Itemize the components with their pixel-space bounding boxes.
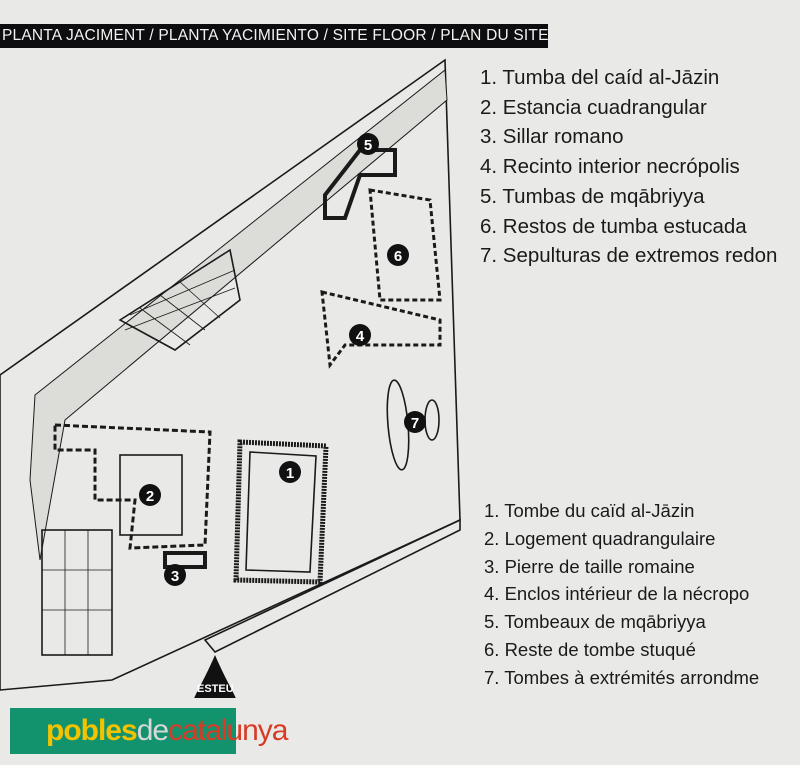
marker-4: 4: [356, 328, 365, 345]
numbered-markers: 1 2 3 4 5 6 7: [139, 133, 426, 586]
legend-item: 1. Tumba del caíd al-Jāzin: [480, 66, 720, 89]
marker-5: 5: [364, 137, 372, 154]
legend-item: 3. Sillar romano: [480, 125, 624, 149]
legend-item: 3. Pierre de taille romaine: [484, 555, 695, 577]
road: [203, 518, 461, 653]
north-drop-icon: [194, 655, 236, 698]
legend-item: 1. Tombe du caïd al-Jāzin: [484, 500, 695, 521]
title-banner: PLANTA JACIMENT / PLANTA YACIMIENTO / SI…: [0, 24, 548, 48]
legend-item: 5. Tombeaux de mqābriyya: [484, 611, 706, 633]
legend-spanish: 1. Tumba del caíd al-Jāzin 2. Estancia c…: [480, 63, 777, 271]
tomb-1-outline: [233, 439, 329, 585]
marker-6: 6: [394, 248, 402, 265]
enclosure-4: [320, 290, 442, 369]
marker-1: 1: [286, 465, 294, 482]
tomb-7b: [424, 399, 440, 441]
legend-item: 4. Enclos intérieur de la nécropo: [484, 583, 750, 605]
legend-item: 6. Reste de tombe stuqué: [484, 638, 696, 660]
logo-part-de: de: [136, 714, 169, 747]
legend-item: 4. Recinto interior necrópolis: [480, 155, 740, 179]
logo-part-pobles: pobles: [46, 714, 138, 747]
legend-item: 2. Logement quadrangulaire: [484, 527, 716, 549]
legend-item: 2. Estancia cuadrangular: [480, 95, 707, 119]
marker-2: 2: [146, 488, 154, 505]
site-plan-drawing: 1 2 3 4 5 6 7: [0, 58, 461, 698]
grid-lines: [124, 269, 236, 346]
grid-area: [118, 248, 241, 351]
pobles-de-catalunya-logo: poblesdecatalunya: [10, 708, 289, 754]
legend-item: 6. Restos de tumba estucada: [480, 214, 747, 238]
esteu-label: ESTEU: [197, 683, 234, 695]
legend-item: 7. Tombes à extrémités arrondme: [484, 666, 760, 688]
logo-part-catalunya: catalunya: [168, 714, 288, 747]
grid-area-2: [41, 529, 113, 656]
legend-item: 7. Sepulturas de extremos redon: [480, 244, 778, 268]
site-outline: [0, 58, 461, 691]
path-dotted: [29, 69, 448, 561]
legend-item: 5. Tumbas de mqābriyya: [480, 184, 705, 208]
legend-french: 1. Tombe du caïd al-Jāzin 2. Logement qu…: [484, 497, 759, 692]
tomb-6: [368, 188, 442, 302]
room-2-inner: [119, 454, 183, 536]
marker-7: 7: [411, 415, 419, 432]
stone-3: [163, 551, 207, 569]
marker-3: 3: [171, 568, 179, 585]
room-2: [53, 423, 212, 550]
